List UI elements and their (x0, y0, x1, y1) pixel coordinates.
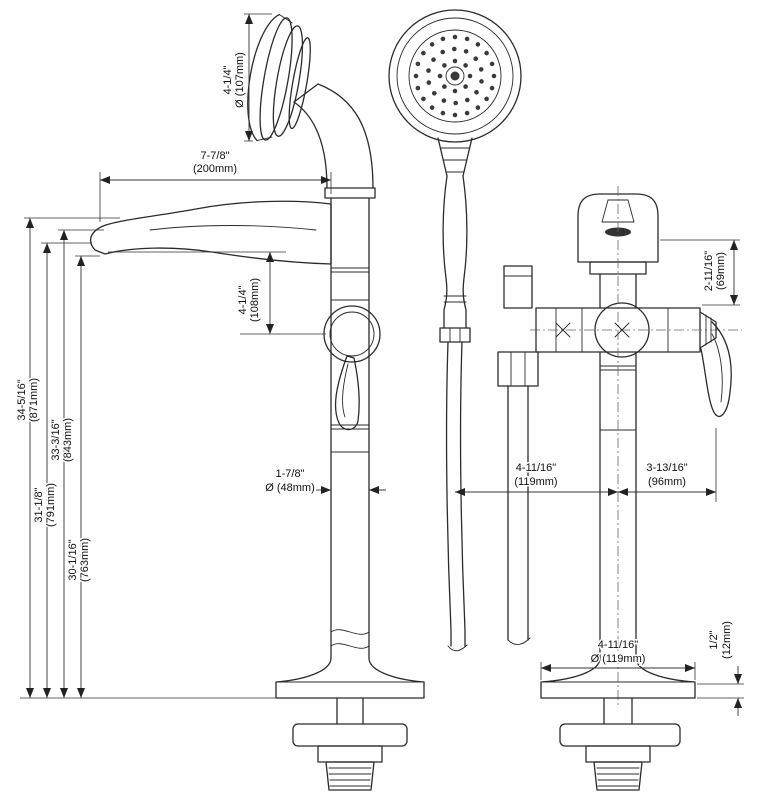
dim-ctr-handle-in: 3-13/16" (646, 462, 687, 474)
centerline-mark (555, 322, 571, 338)
dim-valve-h-in: 2-11/16" (703, 251, 715, 291)
handshower-face (388, 9, 522, 177)
dim-spout-to-valve: 2-11/16" (69mm) (660, 239, 740, 306)
dim-height-843-mm: (843mm) (62, 418, 74, 462)
lever-handle-side (323, 305, 381, 431)
dim-head-dia-in: 4-1/4" (222, 65, 234, 94)
dim-base-dia-in: 4-11/16" (598, 639, 638, 651)
centerline-mark (614, 322, 630, 338)
dim-plate-t-in: 1/2" (708, 630, 720, 649)
dim-hose-ctr-in: 4-11/16" (516, 462, 556, 474)
valve-body (530, 186, 742, 706)
lever-handle-front (699, 311, 732, 417)
dim-height-763-mm: (763mm) (79, 538, 91, 582)
dim-height-763-in: 30-1/16" (67, 539, 79, 580)
handshower-grip (439, 175, 471, 343)
tub-spout (89, 200, 332, 265)
dim-height-791-in: 31-1/8" (33, 487, 45, 522)
handshower-side-profile (247, 13, 311, 142)
hose-outlet-tee (497, 265, 539, 645)
dim-column-dia-in: 1-7/8" (276, 468, 305, 480)
dim-base-dia-mm: Ø (119mm) (591, 653, 646, 665)
dimension-annotations: 4-1/4" Ø (107mm) 7-7/8" (200mm) 4-1/4" (… (15, 13, 744, 716)
dim-spout-drop-in: 4-1/4" (237, 285, 249, 314)
floor-base-left (275, 657, 425, 791)
handshower-holder-arm (293, 83, 374, 189)
dim-hose-ctr-mm: (119mm) (514, 476, 557, 488)
dim-spout-reach-in: 7-7/8" (201, 150, 230, 162)
dim-spout-drop: 4-1/4" (108mm) (108, 251, 326, 335)
dim-height-843-in: 33-3/16" (50, 419, 62, 460)
spray-center-nozzle (450, 71, 460, 81)
dim-column-dia-mm: Ø (48mm) (265, 482, 315, 494)
dim-height-871-in: 34-5/16" (16, 379, 28, 420)
dim-center-to-handle: 3-13/16" (96mm) (618, 428, 717, 502)
right-view-tub-filler (388, 9, 742, 791)
dim-plate-t-mm: (12mm) (721, 621, 733, 659)
shower-hose (445, 341, 468, 652)
dim-hose-to-center: 4-11/16" (119mm) (455, 461, 618, 496)
dim-column-diameter: 1-7/8" Ø (48mm) (264, 467, 386, 496)
dim-spout-drop-mm: (108mm) (249, 278, 261, 322)
dim-overall-heights: 34-5/16" (871mm) 31-1/8" (791mm) 33-3/16… (15, 217, 276, 699)
dim-height-791-mm: (791mm) (45, 483, 57, 527)
dim-spout-reach-mm: (200mm) (193, 163, 237, 175)
dim-head-dia-mm: Ø (107mm) (234, 52, 246, 108)
dim-ctr-handle-mm: (96mm) (648, 476, 686, 488)
dim-base-diameter: 4-11/16" Ø (119mm) (540, 638, 696, 680)
dim-base-plate-thickness: 1/2" (12mm) (697, 620, 744, 716)
riser-column-front (599, 273, 637, 659)
dim-valve-h-mm: (69mm) (715, 252, 727, 290)
dim-head-diameter: 4-1/4" Ø (107mm) (221, 13, 272, 142)
spray-nozzle-dots (413, 34, 497, 118)
riser-column (324, 187, 376, 659)
dim-spout-reach: 7-7/8" (200mm) (99, 149, 332, 222)
dim-height-871-mm: (871mm) (28, 378, 40, 422)
left-view-tub-filler (89, 13, 425, 791)
